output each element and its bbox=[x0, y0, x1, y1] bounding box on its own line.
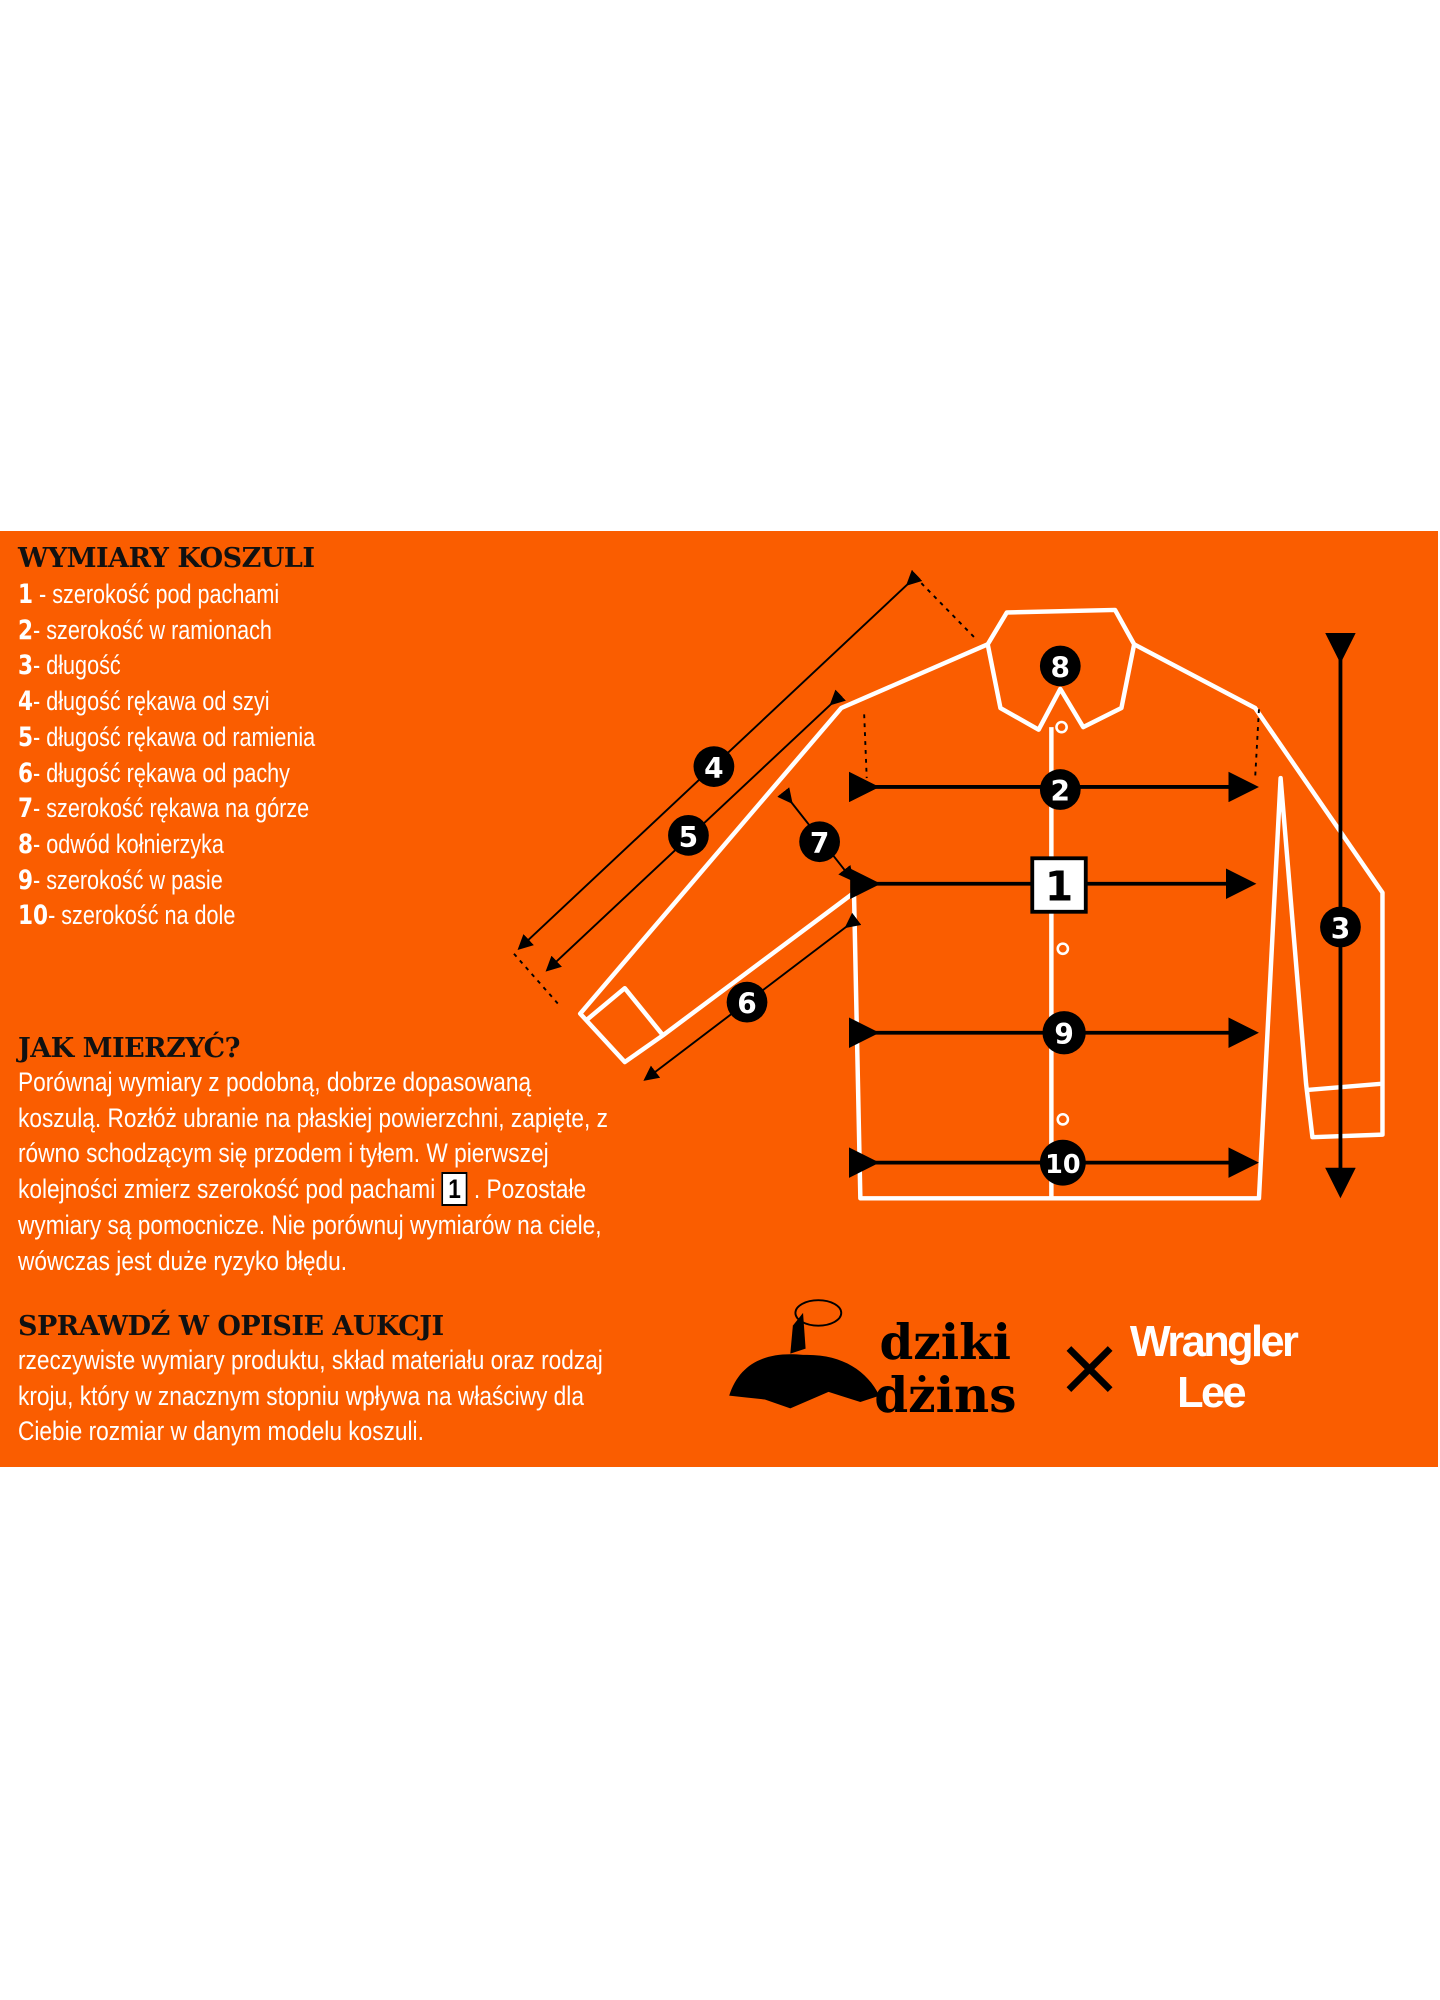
how-to-measure-text: Porównaj wymiary z podobną, dobrze dopas… bbox=[18, 1067, 608, 1276]
label-7: 7 bbox=[810, 827, 829, 860]
measure-arrows bbox=[517, 569, 1356, 1199]
collab-x: × bbox=[1055, 1319, 1123, 1414]
label-10: 10 bbox=[1045, 1150, 1080, 1180]
lee-logo: Lee bbox=[1177, 1369, 1245, 1417]
button-icons bbox=[1055, 720, 1070, 1126]
list-item: 10- szerokość na dole bbox=[18, 900, 236, 932]
label-6: 6 bbox=[737, 988, 756, 1021]
wrangler-logo: Wrangler bbox=[1130, 1318, 1299, 1366]
svg-text:dżins: dżins bbox=[874, 1368, 1016, 1424]
list-item: 4- długość rękawa od szyi bbox=[18, 686, 270, 718]
list-item: 5- długość rękawa od ramienia bbox=[18, 721, 316, 753]
label-9: 9 bbox=[1054, 1018, 1073, 1051]
label-1: 1 bbox=[1045, 862, 1073, 910]
shirt-diagram: 1 2 3 4 5 6 7 8 9 10 dziki dżins × Wrang… bbox=[513, 569, 1385, 1424]
measurements-list: 1 - szerokość pod pachami 2- szerokość w… bbox=[18, 577, 315, 934]
cowboy-icon bbox=[790, 1312, 806, 1354]
boar-icon bbox=[729, 1354, 880, 1409]
shirt-outline bbox=[577, 607, 1385, 1201]
list-item: 2- szerokość w ramionach bbox=[18, 614, 272, 646]
label-3: 3 bbox=[1331, 913, 1350, 946]
list-item: 3- długość bbox=[18, 650, 121, 682]
size-guide-panel: WYMIARY KOSZULI 1 - szerokość pod pacham… bbox=[0, 531, 1438, 1467]
list-item: 7- szerokość rękawa na górze bbox=[18, 793, 310, 825]
lasso-icon bbox=[794, 1299, 843, 1327]
list-item: 1 - szerokość pod pachami bbox=[18, 579, 280, 610]
check-text: rzeczywiste wymiary produktu, skład mate… bbox=[18, 1345, 603, 1447]
measure-labels: 1 2 3 4 5 6 7 8 9 10 bbox=[668, 645, 1361, 1186]
dziki-dzins-logo: dziki dżins bbox=[729, 1299, 1016, 1424]
label-4: 4 bbox=[704, 752, 723, 785]
measurements-title: WYMIARY KOSZULI bbox=[18, 543, 315, 574]
list-item: 6- długość rękawa od pachy bbox=[18, 757, 290, 789]
label-8: 8 bbox=[1051, 651, 1070, 684]
list-item: 9- szerokość w pasie bbox=[18, 864, 223, 896]
how-to-measure-title: JAK MIERZYĆ? bbox=[18, 1033, 240, 1064]
svg-text:dziki: dziki bbox=[879, 1315, 1011, 1371]
measure-1-box bbox=[1030, 856, 1088, 914]
list-item: 8- odwód kołnierzyka bbox=[18, 828, 224, 860]
measure-1-badge: 1 bbox=[441, 1172, 468, 1207]
label-2: 2 bbox=[1051, 775, 1070, 808]
label-5: 5 bbox=[679, 821, 698, 854]
check-title: SPRAWDŹ W OPISIE AUKCJI bbox=[18, 1311, 444, 1342]
